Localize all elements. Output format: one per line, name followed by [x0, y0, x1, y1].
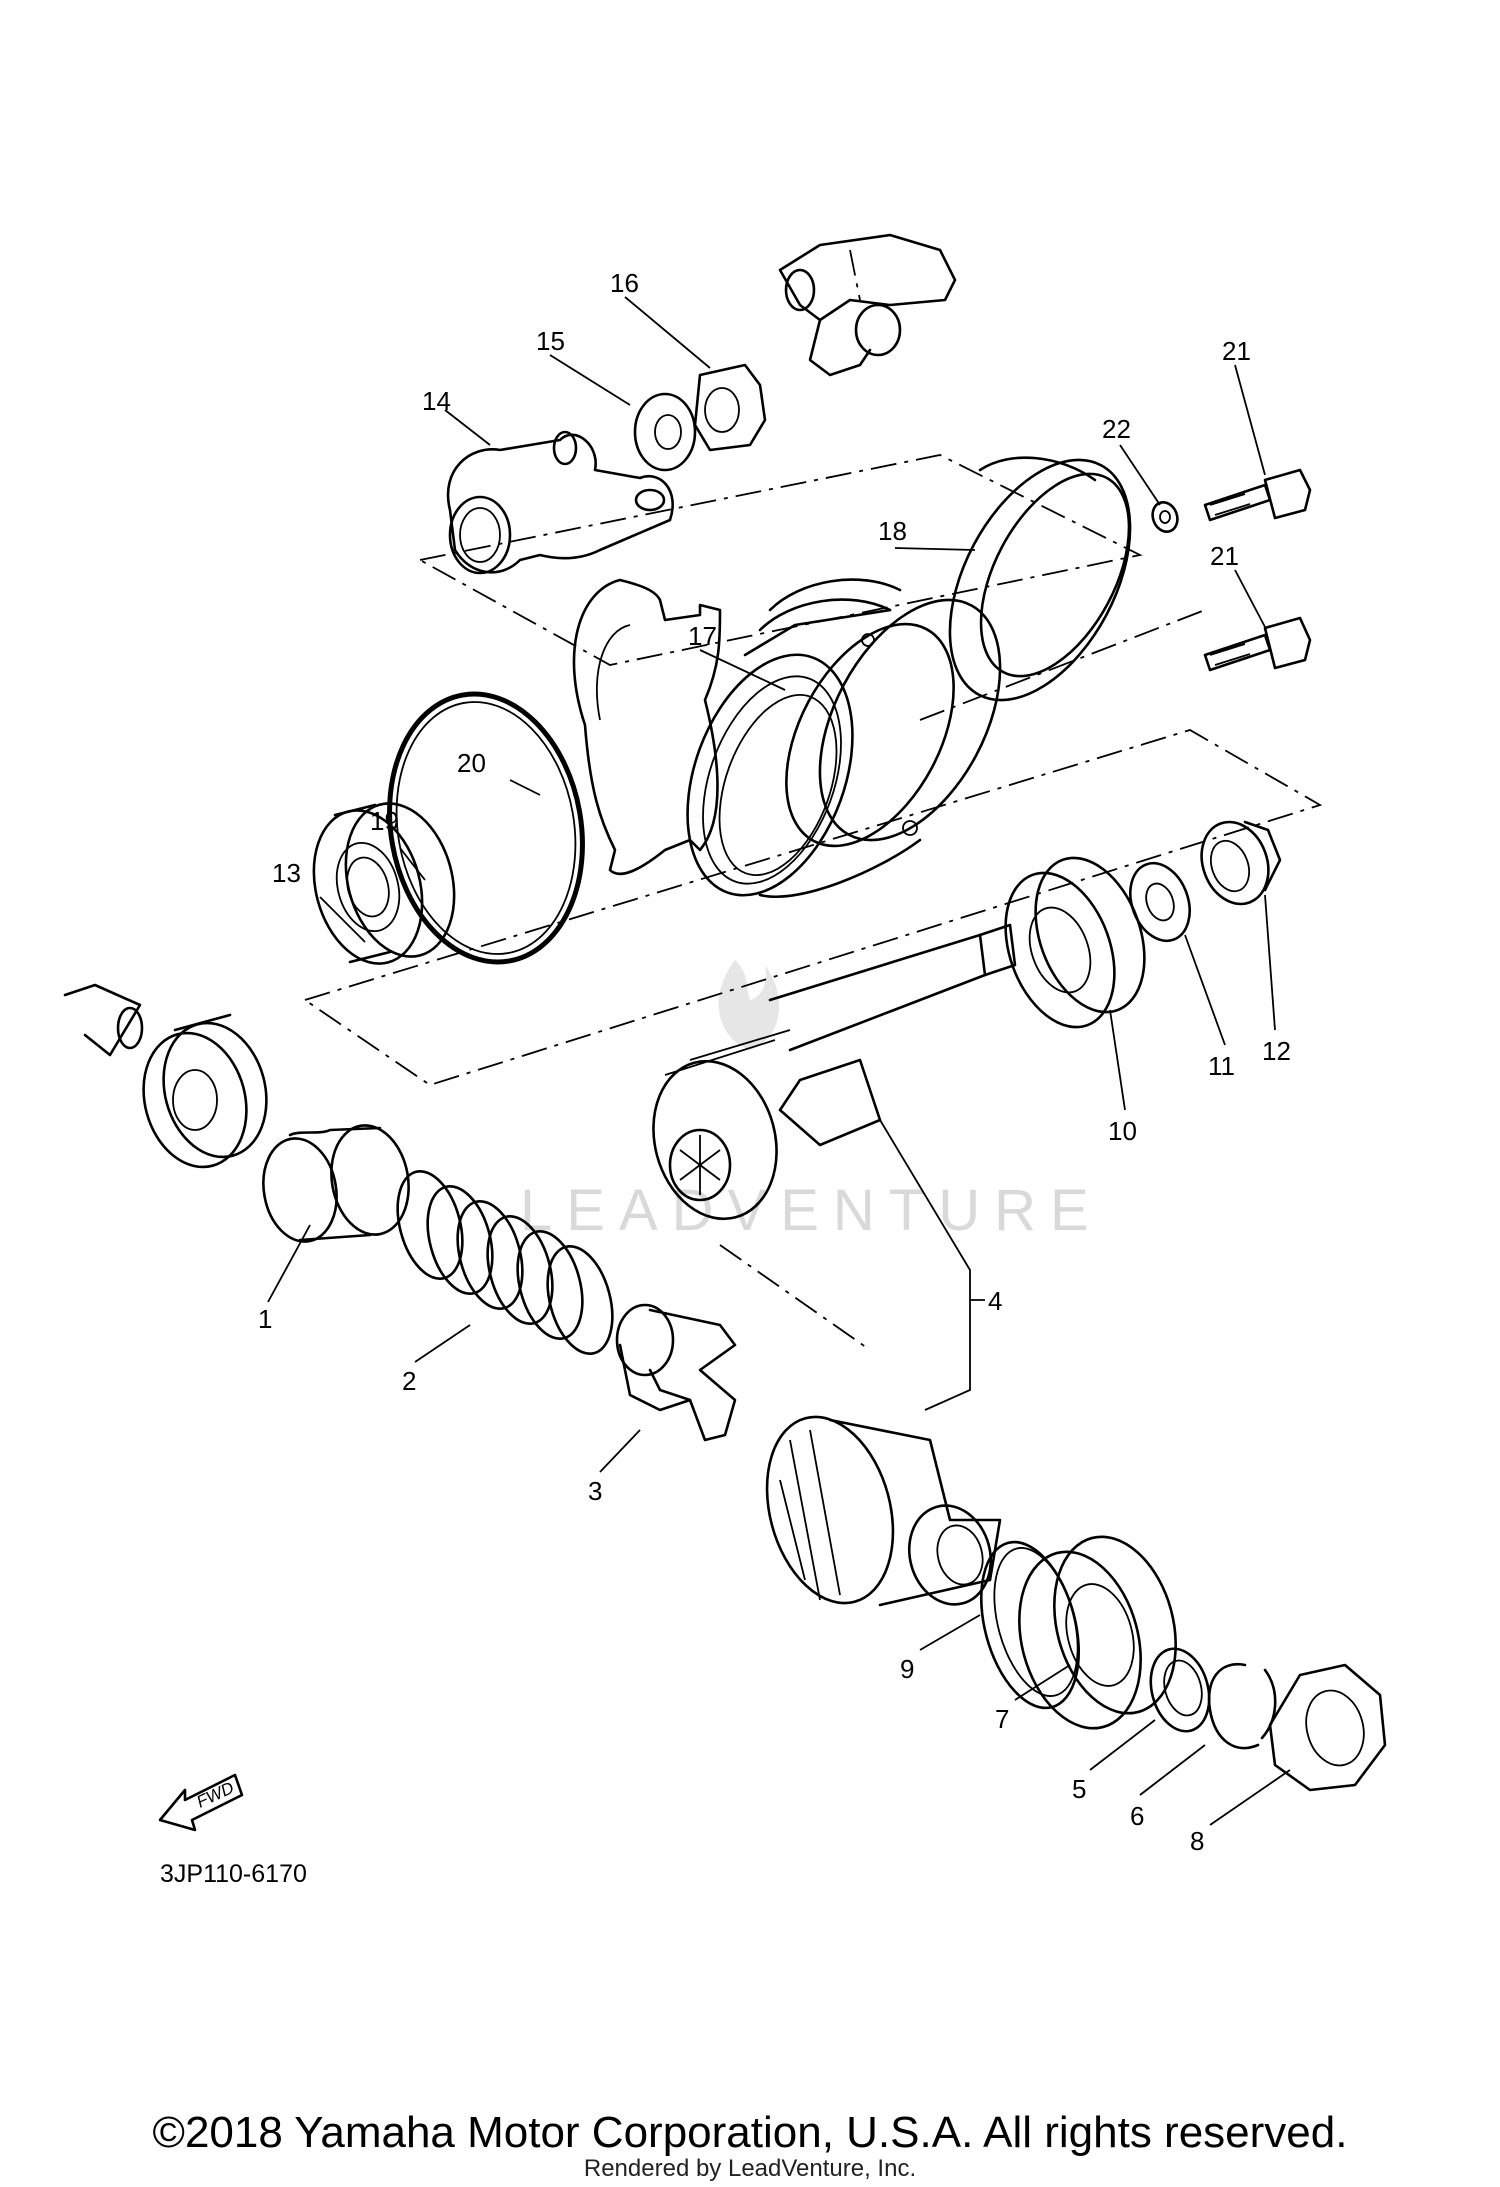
part-bolt-21-upper	[1203, 468, 1312, 522]
part-oring-19	[387, 691, 585, 965]
part-bolt-21-lower	[1203, 616, 1312, 672]
part-cover-18	[948, 456, 1132, 702]
copyright-notice: ©2018 Yamaha Motor Corporation, U.S.A. A…	[152, 2108, 1348, 2157]
label-part-18: 18	[878, 516, 907, 546]
part-fork-3	[615, 1303, 737, 1442]
part-nut-12	[1200, 820, 1282, 906]
watermark: LEADVENTURE	[520, 960, 1103, 1243]
label-part-14: 14	[422, 386, 451, 416]
label-part-9: 9	[900, 1654, 914, 1684]
part-washer-15	[633, 392, 697, 472]
watermark-text: LEADVENTURE	[520, 1178, 1103, 1243]
part-washer-11	[1129, 861, 1191, 943]
part-washer-22	[1151, 501, 1179, 533]
label-part-7: 7	[995, 1704, 1009, 1734]
label-part-11: 11	[1208, 1051, 1235, 1081]
label-part-4: 4	[988, 1286, 1002, 1316]
part-sleeve-1	[262, 1124, 410, 1243]
part-lockwasher-6	[1207, 1662, 1277, 1750]
label-part-19: 19	[370, 806, 399, 836]
label-part-12: 12	[1262, 1036, 1291, 1066]
part-labels: 1 2 3 4 5 6 7 8 9 10 11 12 13 14 15 16 1…	[258, 268, 1291, 1856]
label-part-16: 16	[610, 268, 639, 298]
leader-lines	[267, 296, 1291, 1826]
rendered-by-notice: Rendered by LeadVenture, Inc.	[583, 2155, 917, 2182]
part-nut-16	[693, 363, 767, 452]
label-part-17: 17	[688, 621, 717, 651]
part-washer-5	[1149, 1647, 1211, 1733]
label-part-20: 20	[457, 748, 486, 778]
part-spring-2	[396, 1170, 614, 1355]
driveshaft-stub	[63, 983, 144, 1057]
label-part-8: 8	[1190, 1826, 1204, 1856]
label-part-3: 3	[588, 1476, 602, 1506]
label-part-21-lower: 21	[1210, 541, 1239, 571]
assembly-outline-upper	[302, 454, 1323, 1351]
part-pinion-4	[652, 923, 1017, 1221]
ring-gear	[765, 1415, 1002, 1607]
part-housing-17	[686, 578, 1002, 898]
label-part-10: 10	[1108, 1116, 1137, 1146]
label-part-15: 15	[536, 326, 565, 356]
drawing-code: 3JP110-6170	[160, 1860, 307, 1888]
label-part-13: 13	[272, 858, 301, 888]
fwd-label: FWD	[194, 1778, 237, 1812]
bearing-left	[142, 1013, 268, 1169]
label-part-21-upper: 21	[1222, 336, 1251, 366]
label-part-5: 5	[1072, 1774, 1086, 1804]
universal-joint	[778, 233, 957, 377]
part-bearing-13	[312, 802, 456, 965]
label-part-22: 22	[1102, 414, 1131, 444]
label-part-6: 6	[1130, 1801, 1144, 1831]
part-shim-20	[572, 578, 722, 876]
label-part-2: 2	[402, 1366, 416, 1396]
fwd-arrow-icon: FWD	[158, 1773, 244, 1832]
part-bearing-7	[1018, 1535, 1177, 1730]
part-yoke	[446, 430, 674, 575]
label-part-1: 1	[258, 1304, 272, 1334]
